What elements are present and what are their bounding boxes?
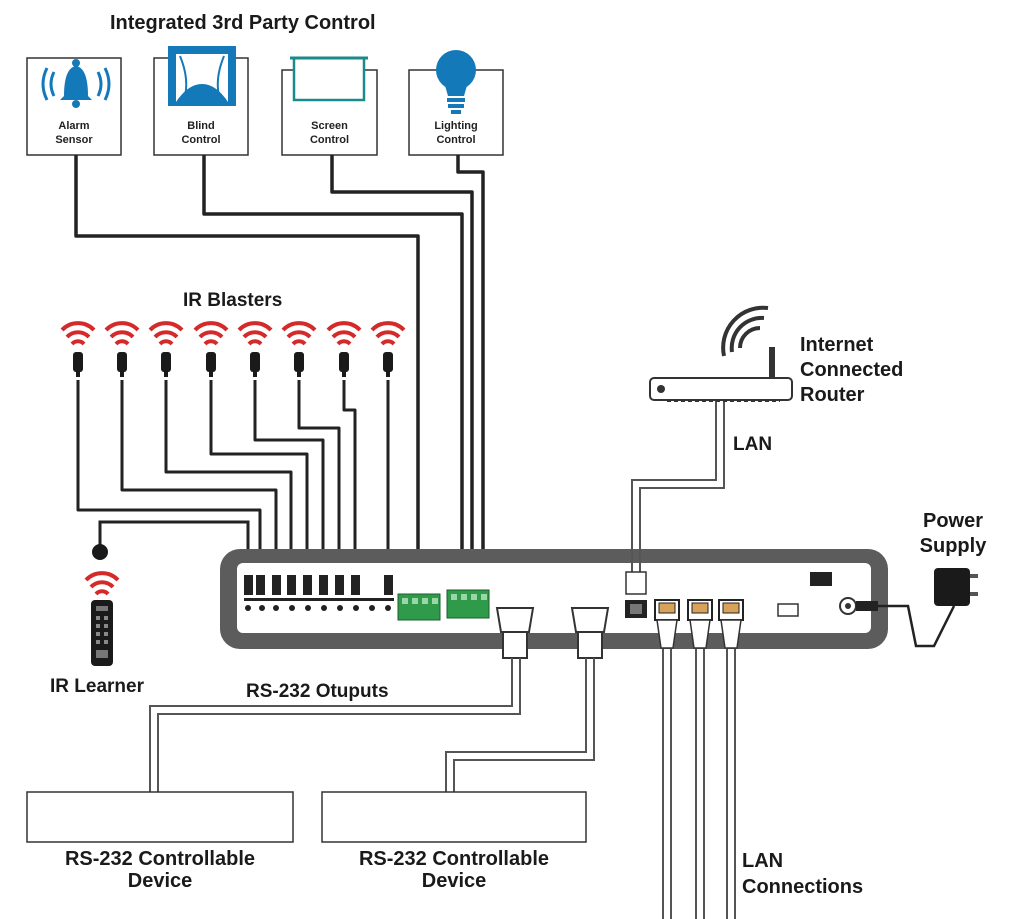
lan-port-2 (687, 599, 713, 621)
ir-learner-wave (84, 571, 120, 596)
ir-blaster-2 (104, 321, 140, 377)
remote-control-icon (91, 600, 113, 666)
rs232-connector-2 (570, 607, 610, 659)
ir-blaster-8 (370, 321, 406, 377)
third-party-cables (74, 155, 485, 590)
rs232-connector-1 (495, 607, 535, 659)
power-switch (810, 572, 832, 586)
lan-port-uplink (625, 600, 647, 618)
terminal-block-1 (397, 593, 441, 621)
rs232-device-box-2 (321, 791, 587, 843)
lan-uplink-plug (625, 571, 647, 595)
terminal-block-2 (446, 589, 490, 619)
rs232-cables (149, 658, 595, 792)
lan-connection-plugs (656, 619, 742, 649)
ir-learner-cable (98, 520, 250, 575)
ir-blaster-3 (148, 321, 184, 377)
ir-learner-sensor (92, 544, 108, 560)
router-device (649, 347, 793, 402)
ir-blaster-6 (281, 321, 317, 377)
usb-port (777, 603, 799, 617)
ir-blaster-cables (76, 380, 390, 575)
rs232-outputs-label: RS-232 Otuputs (246, 681, 389, 702)
ir-blaster-1 (60, 321, 96, 377)
rs232-device-box-1 (26, 791, 294, 843)
ir-blasters-label: IR Blasters (183, 290, 283, 311)
ir-blaster-5 (237, 321, 273, 377)
wifi-signal-icon (721, 305, 769, 357)
power-adapter-icon (934, 568, 978, 606)
lan-uplink-cable (631, 400, 725, 575)
lan-port-3 (718, 599, 744, 621)
window-blind-icon (168, 46, 236, 106)
power-cable (878, 604, 956, 648)
ir-ports (244, 575, 394, 611)
lan-connection-cables (662, 620, 736, 919)
diagram-title: Integrated 3rd Party Control (110, 12, 376, 34)
light-bulb-icon (436, 50, 476, 114)
ir-learner-label: IR Learner (50, 676, 144, 697)
ir-blaster-4 (193, 321, 229, 377)
dc-power-jack (839, 597, 878, 615)
lan-port-1 (654, 599, 680, 621)
alarm-bell-icon (41, 59, 111, 108)
projection-screen-icon (290, 56, 368, 102)
ir-blaster-7 (326, 321, 362, 377)
lan-label: LAN (733, 434, 773, 455)
